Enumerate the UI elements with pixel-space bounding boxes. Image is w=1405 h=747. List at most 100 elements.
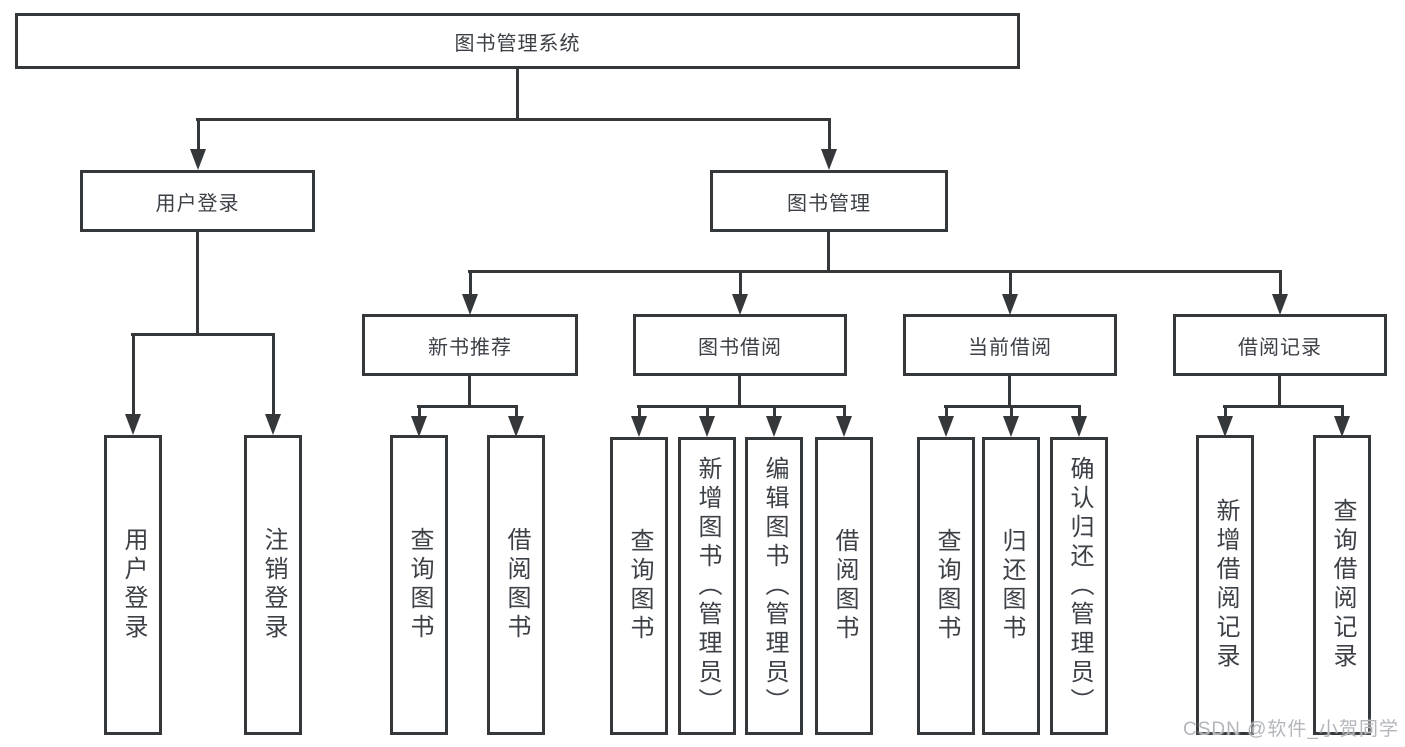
arrowhead-icon: [265, 414, 281, 435]
node-book-borrowing: 图书借阅: [633, 314, 847, 376]
leaf-label: 查询图书: [933, 528, 960, 644]
connector-arrow-leaf-user-login: [125, 334, 141, 435]
arrowhead-icon: [462, 294, 478, 315]
leaf-borrow-books-recommend: 借阅图书: [487, 435, 545, 735]
arrow-shaft: [1009, 406, 1013, 421]
connector-arrow-leaf-logout: [265, 334, 281, 435]
connector-userlogin-stem: [196, 232, 199, 336]
arrowhead-icon: [766, 416, 782, 437]
node-user-login: 用户登录: [80, 170, 315, 232]
leaf-query-books-borrow: 查询图书: [610, 437, 668, 735]
leaf-label: 新增图书（管理员）: [694, 455, 721, 717]
arrowhead-icon: [1003, 416, 1019, 437]
arrow-shaft: [271, 334, 275, 419]
node-new-book-recommendation: 新书推荐: [362, 314, 578, 376]
connector-recommend-hbar: [417, 405, 518, 408]
arrowhead-icon: [190, 149, 206, 170]
connector-recommend-stem: [468, 376, 471, 408]
arrow-shaft: [514, 406, 518, 421]
leaf-return-books: 归还图书: [982, 437, 1040, 735]
arrowhead-icon: [411, 416, 427, 437]
leaf-query-books-recommend: 查询图书: [390, 435, 448, 735]
node-book-management: 图书管理: [710, 170, 948, 232]
arrowhead-icon: [631, 416, 647, 437]
node-label: 图书管理: [787, 192, 871, 215]
arrow-shaft: [1077, 406, 1081, 421]
node-borrowing-records: 借阅记录: [1173, 314, 1387, 376]
leaf-label: 归还图书: [998, 528, 1025, 644]
leaf-label: 注销登录: [260, 527, 287, 643]
node-label: 图书管理系统: [454, 32, 581, 55]
node-label: 新书推荐: [428, 336, 512, 359]
connector-arrow-current: [1002, 271, 1018, 315]
leaf-query-books-current: 查询图书: [917, 437, 975, 735]
leaf-label: 查询图书: [406, 527, 433, 643]
arrowhead-icon: [1002, 294, 1018, 315]
arrowhead-icon: [1071, 416, 1087, 437]
arrowhead-icon: [125, 414, 141, 435]
connector-arrow-user-login: [190, 119, 206, 170]
arrow-shaft: [1223, 406, 1227, 421]
leaf-query-borrow-record: 查询借阅记录: [1313, 435, 1371, 735]
connector-arrow-borrow-recommend: [508, 406, 524, 437]
connector-arrow-borrow-books: [836, 406, 852, 437]
node-label: 用户登录: [155, 192, 240, 215]
arrow-shaft: [827, 119, 831, 154]
leaf-label: 借阅图书: [831, 528, 858, 644]
connector-arrow-query-borrowing: [631, 406, 647, 437]
arrow-shaft: [637, 406, 641, 421]
connector-arrow-recommend: [462, 271, 478, 315]
connector-borrowing-hbar: [637, 405, 846, 408]
connector-arrow-query-recommend: [411, 406, 427, 437]
connector-arrow-edit-books: [766, 406, 782, 437]
node-label: 图书借阅: [698, 336, 782, 359]
node-label: 当前借阅: [968, 336, 1052, 359]
leaf-label: 借阅图书: [503, 527, 530, 643]
arrowhead-icon: [732, 294, 748, 315]
arrowhead-icon: [938, 416, 954, 437]
arrow-shaft: [842, 406, 846, 421]
connector-arrow-query-current: [938, 406, 954, 437]
arrowhead-icon: [508, 416, 524, 437]
arrow-shaft: [944, 406, 948, 421]
connector-bookmgmt-stem: [827, 232, 830, 273]
node-library-management-system: 图书管理系统: [15, 13, 1020, 69]
connector-arrow-confirm-return: [1071, 406, 1087, 437]
arrow-shaft: [196, 119, 200, 154]
connector-borrowing-stem: [738, 376, 741, 408]
leaf-user-login: 用户登录: [104, 435, 162, 735]
leaf-logout: 注销登录: [244, 435, 302, 735]
arrow-shaft: [131, 334, 135, 419]
node-label: 借阅记录: [1238, 336, 1322, 359]
connector-arrow-records: [1272, 271, 1288, 315]
connector-bookmgmt-hbar: [468, 270, 1282, 273]
arrowhead-icon: [699, 416, 715, 437]
connector-arrow-book-management: [821, 119, 837, 170]
connector-records-hbar: [1223, 405, 1344, 408]
arrow-shaft: [468, 271, 472, 299]
connector-arrow-add-books: [699, 406, 715, 437]
arrowhead-icon: [1217, 416, 1233, 437]
leaf-label: 编辑图书（管理员）: [761, 455, 788, 717]
arrowhead-icon: [836, 416, 852, 437]
leaf-confirm-return-admin: 确认归还（管理员）: [1050, 437, 1108, 735]
arrow-shaft: [705, 406, 709, 421]
leaf-label: 用户登录: [120, 527, 147, 643]
arrowhead-icon: [821, 149, 837, 170]
connector-arrow-borrowing: [732, 271, 748, 315]
leaf-label: 新增借阅记录: [1212, 498, 1239, 672]
leaf-borrow-books: 借阅图书: [815, 437, 873, 735]
connector-userlogin-hbar: [131, 333, 275, 336]
arrowhead-icon: [1334, 416, 1350, 437]
arrow-shaft: [1008, 271, 1012, 299]
arrowhead-icon: [1272, 294, 1288, 315]
leaf-add-books-admin: 新增图书（管理员）: [678, 437, 736, 735]
connector-arrow-query-record: [1334, 406, 1350, 437]
arrow-shaft: [417, 406, 421, 421]
connector-arrow-add-record: [1217, 406, 1233, 437]
connector-root-hbar: [196, 118, 831, 121]
leaf-add-borrow-record: 新增借阅记录: [1196, 435, 1254, 735]
connector-root-stem: [516, 69, 519, 121]
connector-records-stem: [1278, 376, 1281, 408]
